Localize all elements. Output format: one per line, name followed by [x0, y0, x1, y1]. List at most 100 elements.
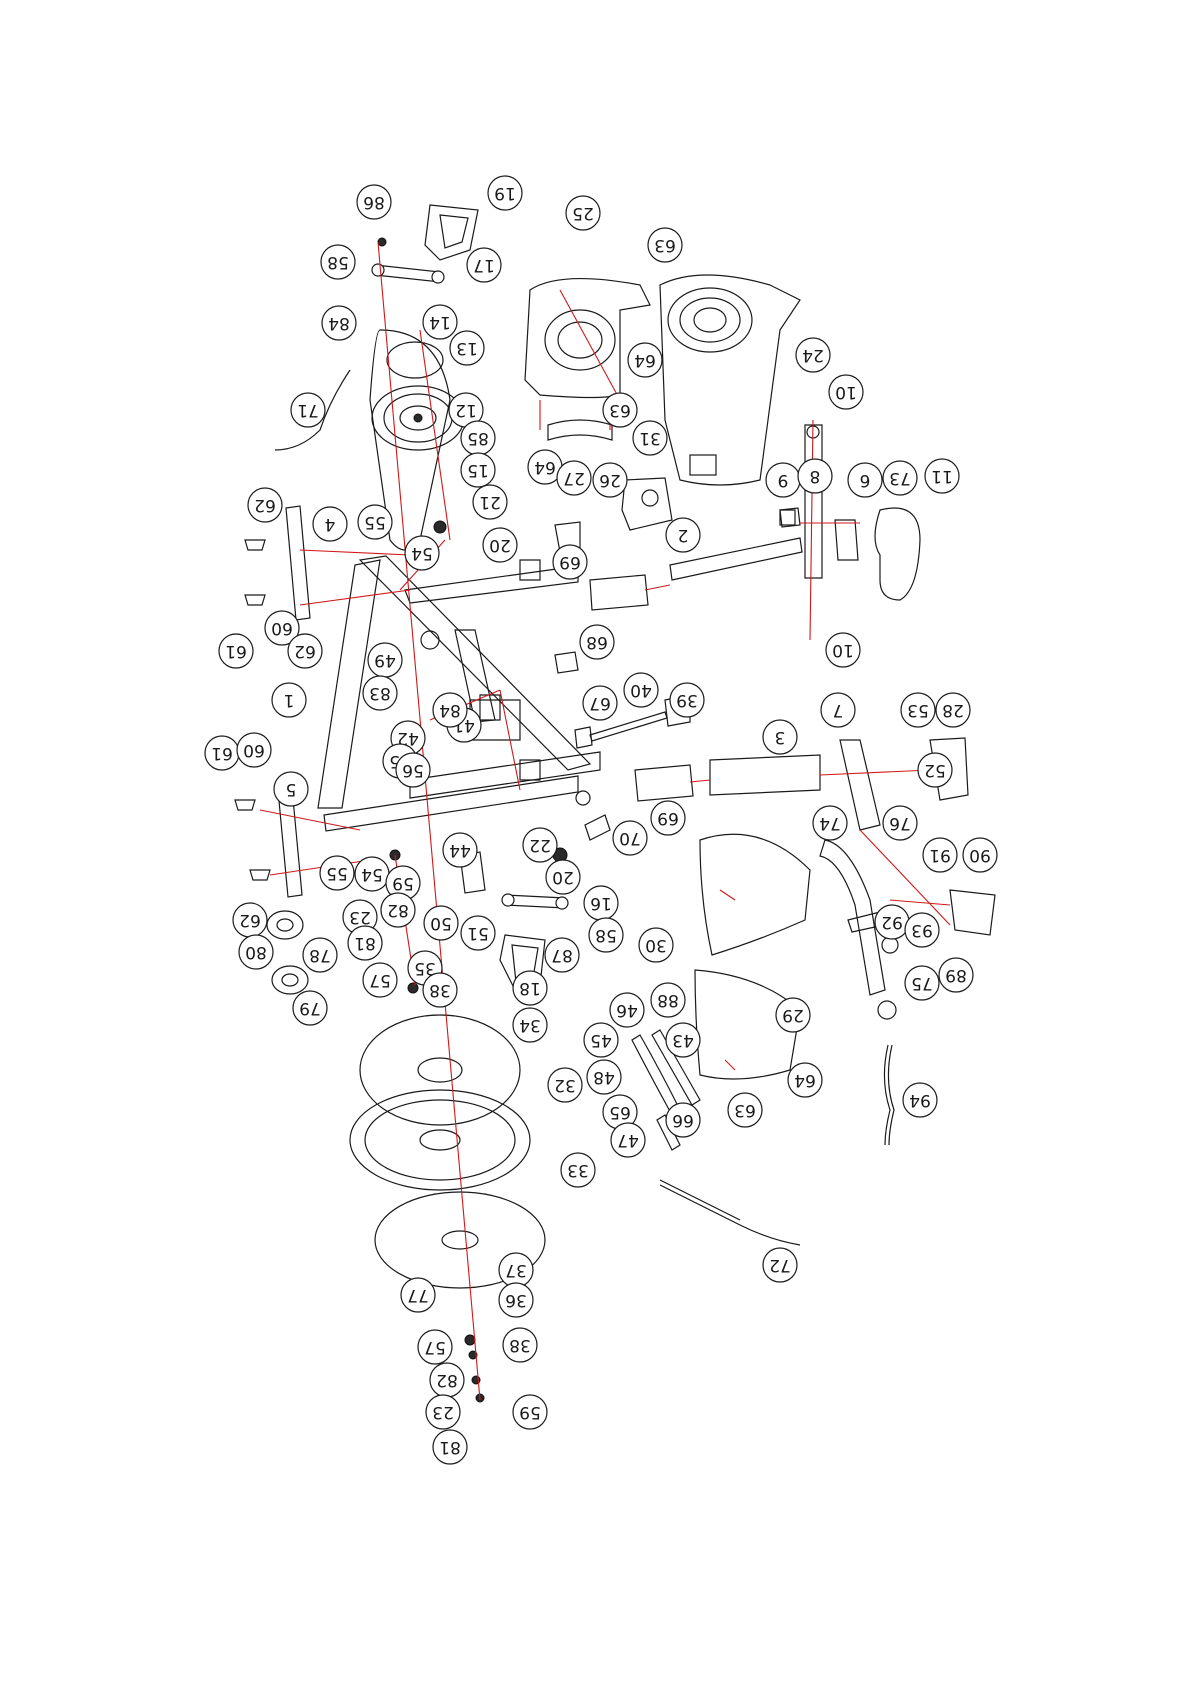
- callout-number: 53: [907, 700, 929, 720]
- callout-circle: [425, 1394, 461, 1430]
- callout-31: 31: [632, 420, 668, 456]
- callout-71: 71: [290, 392, 326, 428]
- callout-57: 57: [362, 962, 398, 998]
- callout-circle: [900, 692, 936, 728]
- callout-circle: [847, 462, 883, 498]
- callout-circle: [938, 957, 974, 993]
- callout-circle: [762, 1247, 798, 1283]
- callout-number: 23: [432, 1402, 454, 1422]
- callout-number: 4: [325, 514, 336, 534]
- callout-69: 69: [552, 544, 588, 580]
- callout-circle: [627, 342, 663, 378]
- callout-circle: [422, 972, 458, 1008]
- callout-circle: [588, 917, 624, 953]
- callout-14: 14: [422, 304, 458, 340]
- callout-number: 38: [509, 1335, 531, 1355]
- callout-number: 68: [586, 632, 608, 652]
- callout-number: 9: [778, 470, 789, 490]
- callout-circle: [218, 633, 254, 669]
- part-lower-covers: [694, 833, 811, 1080]
- callout-number: 82: [436, 1370, 458, 1390]
- callout-circle: [787, 1062, 823, 1098]
- callout-number: 64: [634, 350, 656, 370]
- callout-number: 50: [430, 913, 452, 933]
- parts-drawing: [234, 204, 996, 1403]
- callout-63: 63: [727, 1092, 763, 1128]
- callout-70: 70: [612, 820, 648, 856]
- callout-circle: [583, 1022, 619, 1058]
- callout-number: 47: [617, 1130, 639, 1150]
- callout-22: 22: [522, 827, 558, 863]
- callout-circle: [487, 175, 523, 211]
- callout-9: 9: [765, 462, 801, 498]
- callout-60: 60: [264, 610, 300, 646]
- callout-60: 60: [236, 732, 272, 768]
- callout-90: 90: [962, 837, 998, 873]
- callout-circle: [552, 544, 588, 580]
- part-right-cover: [659, 274, 801, 486]
- callout-number: 56: [402, 760, 424, 780]
- callout-circle: [432, 1429, 468, 1465]
- callout-43: 43: [665, 1022, 701, 1058]
- callout-number: 76: [889, 813, 911, 833]
- callout-93: 93: [904, 912, 940, 948]
- callout-number: 10: [832, 640, 854, 660]
- callout-28: 28: [935, 692, 971, 728]
- callout-number: 8: [810, 466, 821, 486]
- callout-circle: [319, 855, 355, 891]
- callout-circle: [271, 682, 307, 718]
- callout-circle: [582, 685, 618, 721]
- callout-59: 59: [512, 1394, 548, 1430]
- callout-circle: [460, 915, 496, 951]
- callout-61: 61: [204, 735, 240, 771]
- callout-number: 57: [369, 970, 391, 990]
- callout-84: 84: [432, 692, 468, 728]
- callout-74: 74: [812, 805, 848, 841]
- part-cover-plates: [547, 419, 673, 553]
- callout-16: 16: [583, 885, 619, 921]
- callout-58: 58: [588, 917, 624, 953]
- callout-circle: [287, 633, 323, 669]
- callout-circle: [904, 912, 940, 948]
- callout-circle: [362, 962, 398, 998]
- callout-number: 37: [505, 1260, 527, 1280]
- callout-circle: [544, 937, 580, 973]
- callout-number: 59: [519, 1402, 541, 1422]
- callout-number: 20: [552, 867, 574, 887]
- callout-number: 64: [534, 457, 556, 477]
- callout-number: 88: [657, 990, 679, 1010]
- callout-30: 30: [638, 927, 674, 963]
- callout-circle: [638, 927, 674, 963]
- callout-63: 63: [602, 392, 638, 428]
- callout-circle: [775, 997, 811, 1033]
- callout-circle: [423, 905, 459, 941]
- callout-number: 67: [589, 693, 611, 713]
- callout-number: 75: [911, 973, 933, 993]
- callout-circle: [290, 392, 326, 428]
- callout-circle: [547, 1067, 583, 1103]
- callout-number: 46: [616, 1000, 638, 1020]
- part-foam-grips: [589, 574, 694, 802]
- callout-86: 86: [356, 184, 392, 220]
- callout-circle: [395, 752, 431, 788]
- callout-number: 91: [929, 845, 951, 865]
- callout-circle: [512, 1007, 548, 1043]
- callout-circle: [935, 692, 971, 728]
- callout-number: 36: [505, 1290, 527, 1310]
- callout-circle: [321, 305, 357, 341]
- callout-78: 78: [302, 937, 338, 973]
- callout-46: 46: [609, 992, 645, 1028]
- callout-53: 53: [900, 692, 936, 728]
- callout-57: 57: [417, 1329, 453, 1365]
- callout-circle: [812, 805, 848, 841]
- callout-circle: [623, 672, 659, 708]
- callout-circle: [512, 1394, 548, 1430]
- callout-82: 82: [429, 1362, 465, 1398]
- callout-51: 51: [460, 915, 496, 951]
- callout-circle: [828, 374, 864, 410]
- callout-circle: [545, 859, 581, 895]
- callout-number: 39: [676, 690, 698, 710]
- callout-number: 15: [467, 460, 489, 480]
